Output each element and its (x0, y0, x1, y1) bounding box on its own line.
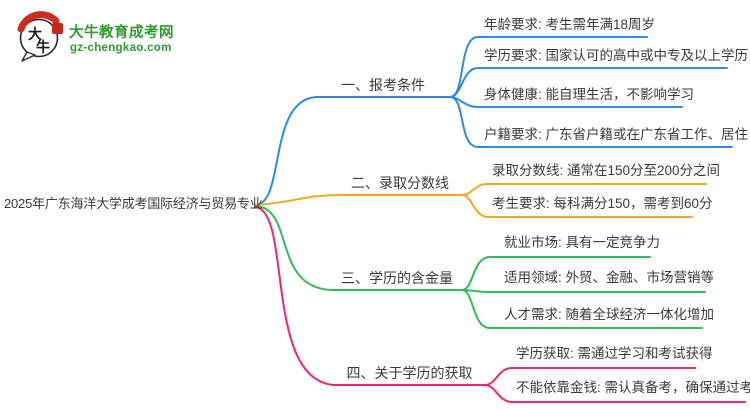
branch-3-label[interactable]: 三、学历的含金量 (341, 270, 453, 286)
branch-4-label[interactable]: 四、关于学历的获取 (346, 365, 473, 381)
leaf-score-requirement[interactable]: 考生要求: 每科满分150，需考到60分 (492, 196, 713, 211)
leaf-degree-obtainment[interactable]: 学历获取: 需通过学习和考试获得 (516, 346, 713, 361)
branch-2-line (255, 194, 463, 206)
branch-1-leaf-2-line (449, 67, 728, 98)
site-domain: gz-chengkao.com (70, 42, 172, 54)
leaf-application-fields[interactable]: 适用领域: 外贸、金融、市场营销等 (504, 270, 715, 285)
branch-4-leaf-2-line (484, 384, 746, 403)
leaf-residence-requirement[interactable]: 户籍要求: 广东省户籍或在广东省工作、居住 (484, 127, 749, 142)
branch-4-line (255, 206, 486, 386)
branch-3-leaf-2-line (461, 289, 706, 293)
branch-3-leaf-1-line (461, 256, 651, 291)
branch-1-line (255, 96, 451, 206)
leaf-no-money-shortcut[interactable]: 不能依靠金钱: 需认真备考，确保通过考试, (516, 380, 750, 395)
branch-1-label[interactable]: 一、报考条件 (341, 77, 425, 93)
leaf-score-line[interactable]: 录取分数线: 通常在150分至200分之间 (492, 163, 721, 178)
branch-3-leaf-3-line (461, 289, 703, 329)
site-name: 大牛教育成考网 (69, 25, 174, 41)
root-node[interactable]: 2025年广东海洋大学成考国际经济与贸易专业 (4, 196, 263, 211)
branch-1-leaf-4-line (449, 96, 733, 148)
branch-3-line (255, 205, 463, 291)
leaf-health-requirement[interactable]: 身体健康: 能自理生活，不影响学习 (484, 87, 695, 102)
leaf-talent-demand[interactable]: 人才需求: 随着全球经济一体化增加 (504, 307, 715, 322)
site-logo: 大 牛 大牛教育成考网 gz-chengkao.com (14, 11, 244, 63)
leaf-education-requirement[interactable]: 学历要求: 国家认可的高中或中专及以上学历 (484, 48, 749, 63)
svg-text:大: 大 (28, 26, 42, 42)
branch-2-leaf-2-line (461, 194, 693, 218)
branch-4-leaf-1-line (484, 367, 696, 386)
branch-2-label[interactable]: 二、录取分数线 (351, 175, 449, 191)
logo-bubble-icon: 大 牛 (17, 11, 63, 62)
leaf-job-market[interactable]: 就业市场: 具有一定竞争力 (504, 235, 661, 250)
branch-2-leaf-1-line (461, 183, 707, 196)
leaf-age-requirement[interactable]: 年龄要求: 考生需年满18周岁 (484, 17, 656, 32)
svg-text:牛: 牛 (36, 39, 50, 55)
